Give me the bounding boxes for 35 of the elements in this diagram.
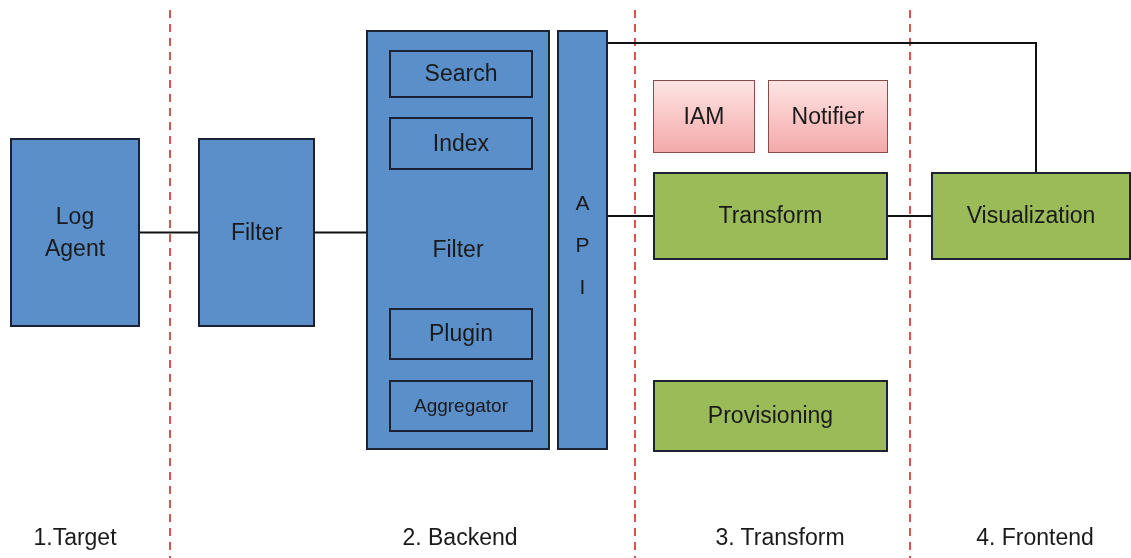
vertical-label: API (575, 190, 590, 300)
section-label: 1.Target (33, 523, 117, 552)
process-box (10, 138, 140, 327)
box-label: IAM (682, 101, 726, 131)
container-box (366, 30, 550, 450)
connector-line (139, 231, 199, 234)
box-label: Filter (229, 217, 284, 247)
process-box (198, 138, 315, 327)
box-label: Filter (431, 235, 485, 264)
process-box (653, 380, 888, 452)
process-box (389, 50, 533, 98)
process-box (389, 117, 533, 170)
process-box (768, 80, 888, 153)
section-label: 2. Backend (402, 523, 518, 552)
box-label: Visualization (965, 201, 1097, 231)
process-box (653, 172, 888, 260)
process-box (389, 308, 533, 360)
box-label: Notifier (790, 101, 866, 131)
section-label: 4. Frontend (976, 523, 1094, 552)
process-box (931, 172, 1131, 260)
box-label: Search (423, 59, 499, 89)
connector-line (887, 215, 932, 217)
box-label: Aggregator (413, 394, 509, 419)
box-label: Transform (717, 201, 824, 231)
box-label: Log Agent (43, 202, 107, 263)
connector-line (607, 215, 654, 217)
vertical-bar (557, 30, 608, 450)
section-label: 3. Transform (715, 523, 845, 552)
process-box (653, 80, 755, 153)
connector-line (607, 42, 1037, 173)
box-label: Plugin (428, 319, 494, 349)
connector-line (314, 231, 367, 234)
process-box (389, 380, 533, 432)
box-label: Index (431, 128, 491, 158)
box-label: Provisioning (706, 401, 835, 431)
